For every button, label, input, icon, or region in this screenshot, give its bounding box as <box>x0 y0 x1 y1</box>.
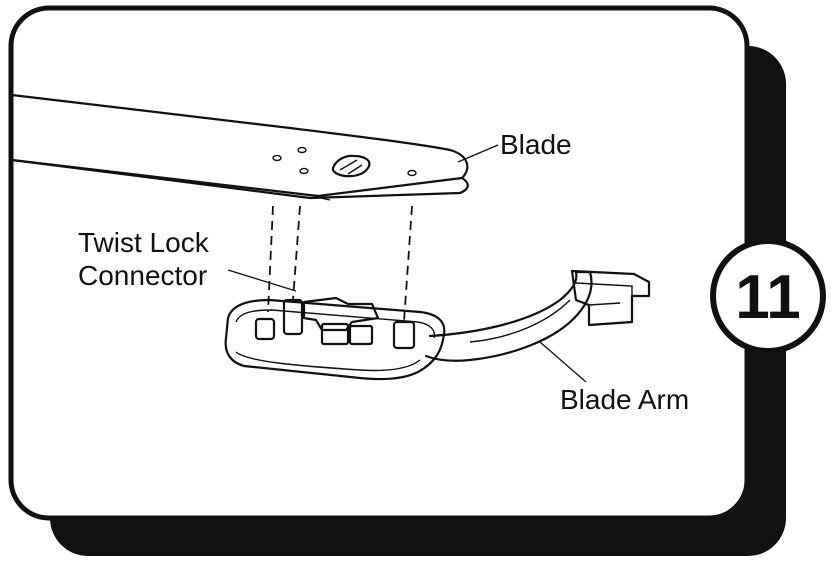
blade-top-face <box>10 93 469 198</box>
blade-label: Blade <box>500 129 572 160</box>
connector-post-right <box>392 320 416 350</box>
connector-base-outer <box>224 298 446 381</box>
twist-lock-label-line1: Twist Lock <box>78 227 210 258</box>
blade-edge <box>10 158 469 200</box>
callout-leaders <box>227 144 587 383</box>
step-badge: 11 <box>710 238 826 354</box>
blade-hole-lower <box>299 167 309 175</box>
alignment-guides <box>267 205 413 323</box>
blade-arm-label: Blade Arm <box>560 384 689 415</box>
guide-line-1 <box>267 205 274 313</box>
twist-lock-leader-line <box>227 269 297 292</box>
blade-hole-right <box>407 169 417 177</box>
blade-leader-line <box>457 144 499 163</box>
blade-keyhole-slot <box>331 154 371 178</box>
step-badge-circle <box>710 238 826 354</box>
blade-keyhole-slot-inner <box>339 159 363 175</box>
card <box>8 5 786 556</box>
connector-block-right <box>348 324 374 346</box>
guide-line-3 <box>403 205 413 323</box>
step-number: 11 <box>735 263 801 332</box>
blade-arm-end-bracket-fold <box>575 282 633 306</box>
connector-twist-lock <box>302 296 380 332</box>
blade-arm-leader-line <box>539 341 587 383</box>
connector-block-center <box>320 322 350 346</box>
twist-lock-connector <box>224 296 446 381</box>
blade <box>10 93 469 201</box>
blade-hole-upper <box>297 146 307 154</box>
blade-arm-crease <box>469 299 571 343</box>
connector-base-bottom <box>235 351 421 372</box>
blade-arm-end-bracket <box>570 269 651 327</box>
blade-arm-strap <box>424 270 593 362</box>
blade-arm <box>424 269 651 362</box>
callout-labels: Blade Twist Lock Connector Blade Arm <box>78 129 689 415</box>
blade-thickness-line <box>315 196 331 201</box>
connector-post-left <box>254 317 276 341</box>
blade-hole-left <box>272 154 282 162</box>
twist-lock-label-line2: Connector <box>78 260 207 291</box>
connector-post-center <box>282 298 304 336</box>
guide-line-2 <box>292 205 301 301</box>
connector-base-lip <box>235 309 436 339</box>
